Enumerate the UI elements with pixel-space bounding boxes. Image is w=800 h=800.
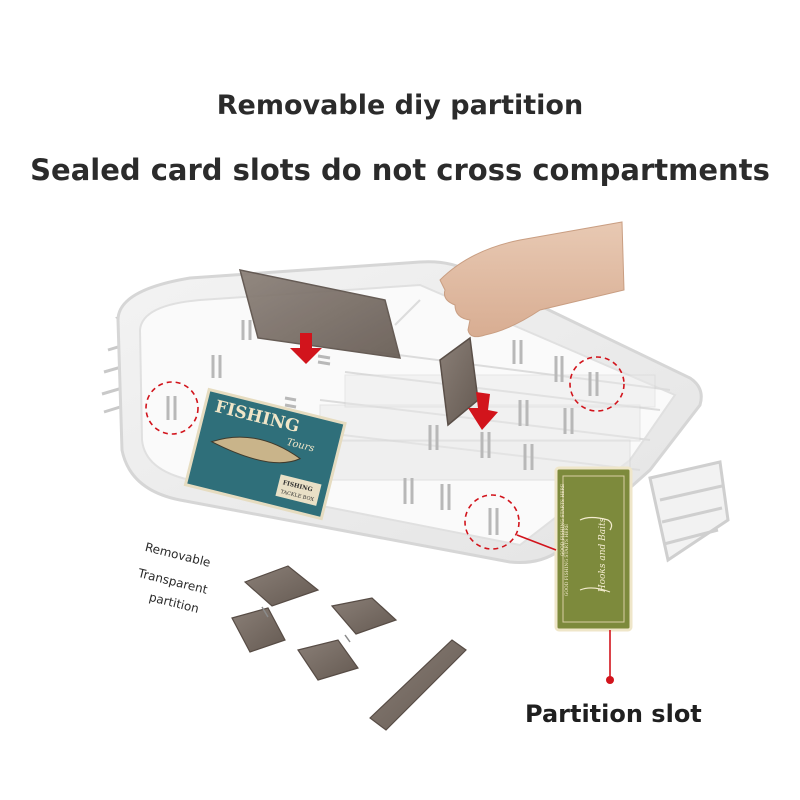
slot-highlight-circles [145, 356, 625, 550]
arrow-down-left [290, 333, 322, 364]
partition-slot-label: Partition slot [525, 700, 702, 728]
headline-line-2: Sealed card slots do not cross compartme… [30, 153, 770, 187]
headline-line-1: Removable diy partition [216, 90, 584, 121]
divider-clips [261, 606, 351, 643]
hooks-card-top-text: GOOD FISHING STARTS HERE [560, 484, 566, 556]
hooks-card: GOOD FISHING STARTS HERE Hooks and Baits… [554, 466, 633, 632]
callout-lines [516, 534, 611, 678]
right-latch [648, 460, 730, 563]
hand [439, 221, 625, 338]
hooks-card-script: Hooks and Baits [598, 517, 608, 593]
lifted-divider-left [238, 269, 402, 359]
arrow-down-right [468, 392, 498, 430]
loose-dividers [231, 565, 467, 731]
hooks-card-side-text: GOOD FISHING STARTS HERE [564, 524, 570, 596]
callout-dot [606, 676, 614, 684]
